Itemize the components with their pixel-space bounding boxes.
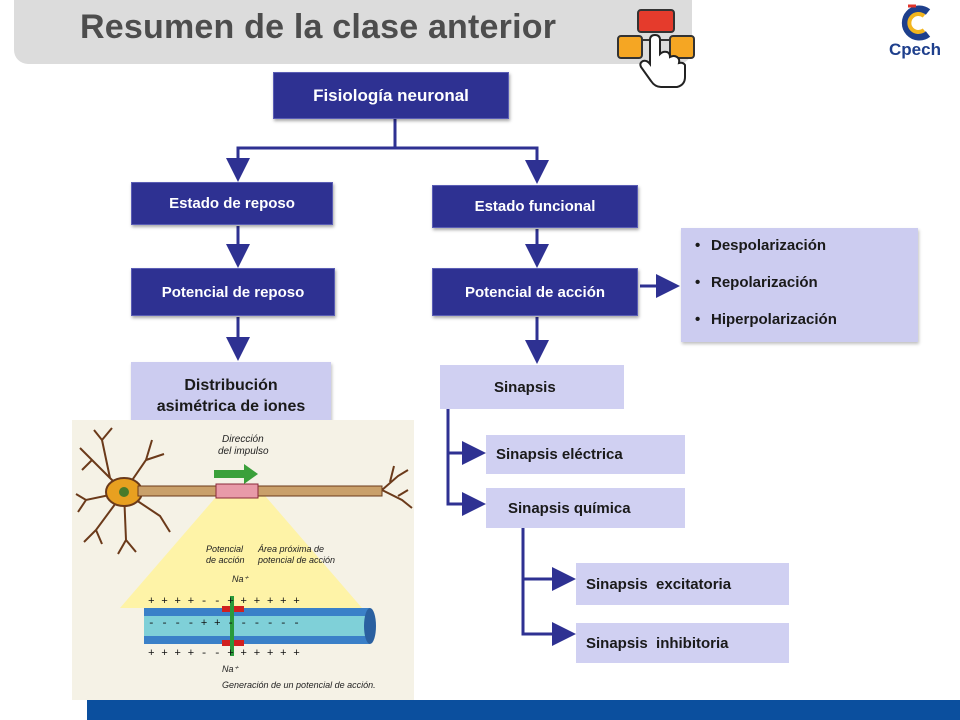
node-estado-funcional-label: Estado funcional xyxy=(474,198,596,215)
svg-text:+ + + + - - + + + + + +: + + + + - - + + + + + + xyxy=(148,648,300,660)
connector-root xyxy=(226,118,397,182)
connector-sinapsis xyxy=(446,409,486,516)
phases-list: Despolarización Repolarización Hiperpola… xyxy=(681,228,918,342)
action-potential-figure: Dirección del impulso Potencial de acció… xyxy=(72,420,414,700)
direction-label-1: Dirección xyxy=(222,434,264,445)
figure-caption: Generación de un potencial de acción. xyxy=(222,680,376,690)
neuron-drawing: Dirección del impulso Potencial de acció… xyxy=(75,427,413,690)
node-fisiologia-label: Fisiología neuronal xyxy=(313,85,469,105)
node-distribucion: Distribución asimétrica de iones xyxy=(131,362,331,430)
node-sinapsis-label: Sinapsis xyxy=(494,378,556,396)
page-title: Resumen de la clase anterior xyxy=(80,8,557,46)
node-estado-funcional: Estado funcional xyxy=(432,185,638,228)
connector-root-right xyxy=(395,146,549,184)
node-distribucion-label: Distribución asimétrica de iones xyxy=(156,377,306,415)
node-sinapsis-excitatoria: Sinapsis excitatoria xyxy=(576,563,789,605)
node-estado-reposo: Estado de reposo xyxy=(131,182,333,225)
title-bar: Resumen de la clase anterior xyxy=(14,0,695,88)
pot-accion-label-1: Potencial xyxy=(206,544,244,554)
node-sinapsis-quimica-label: Sinapsis química xyxy=(508,499,631,517)
svg-text:- - - - + + - - - - - -: - - - - + + - - - - - - xyxy=(148,618,300,630)
direction-label-2: del impulso xyxy=(218,446,269,457)
phase-item: Despolarización xyxy=(695,234,918,271)
cpech-logo: Cpech xyxy=(884,4,946,62)
svg-text:+ + + + - - + + + + + +: + + + + - - + + + + + + xyxy=(148,596,300,608)
node-fisiologia: Fisiología neuronal xyxy=(273,72,509,119)
node-sinapsis-electrica: Sinapsis eléctrica xyxy=(486,435,685,474)
node-potencial-reposo: Potencial de reposo xyxy=(131,268,335,316)
node-potencial-reposo-label: Potencial de reposo xyxy=(161,283,305,301)
phase-item: Repolarización xyxy=(695,271,918,308)
logo-mark-icon xyxy=(901,4,931,41)
na-label-bottom: Na⁺ xyxy=(222,664,240,674)
concept-map-icon xyxy=(617,9,695,88)
pot-accion-label-2: de acción xyxy=(206,555,245,565)
na-label-top: Na⁺ xyxy=(232,574,250,584)
node-estado-reposo-label: Estado de reposo xyxy=(169,195,295,212)
node-potencial-accion: Potencial de acción xyxy=(432,268,638,316)
footer-bar xyxy=(87,700,960,720)
area-label-1: Área próxima de xyxy=(257,544,324,554)
node-sinapsis-quimica: Sinapsis química xyxy=(486,488,685,528)
node-potencial-accion-label: Potencial de acción xyxy=(464,283,606,301)
node-sinapsis-inhibitoria-label: Sinapsis inhibitoria xyxy=(586,634,729,652)
connector-quimica xyxy=(521,528,576,646)
node-sinapsis-inhibitoria: Sinapsis inhibitoria xyxy=(576,623,789,663)
node-sinapsis-excitatoria-label: Sinapsis excitatoria xyxy=(586,575,732,593)
phase-item: Hiperpolarización xyxy=(695,308,918,345)
node-sinapsis: Sinapsis xyxy=(440,365,624,409)
node-sinapsis-electrica-label: Sinapsis eléctrica xyxy=(496,446,623,463)
area-label-2: potencial de acción xyxy=(257,555,335,565)
logo-text: Cpech xyxy=(889,40,941,59)
